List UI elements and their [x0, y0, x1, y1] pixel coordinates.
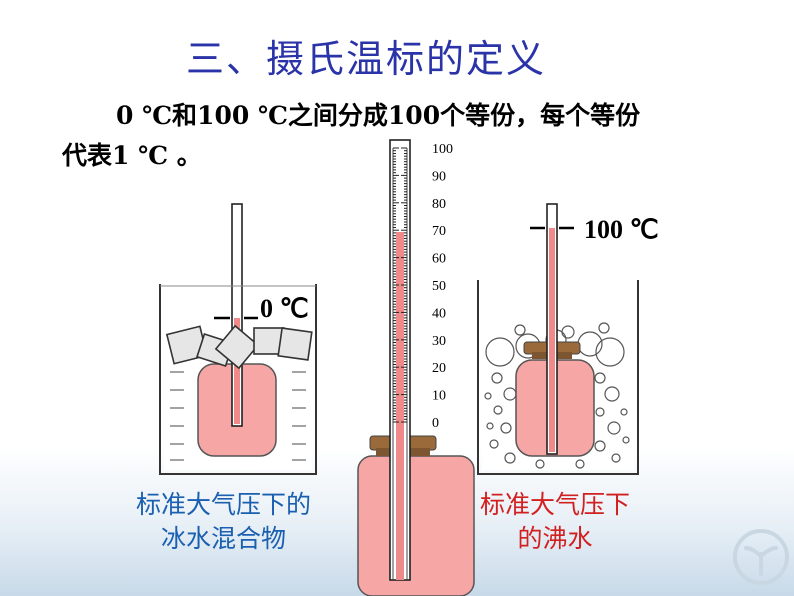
scale-tick-label: 70 — [432, 224, 446, 239]
scale-tick-marks — [393, 147, 407, 423]
scale-tick-label: 40 — [432, 306, 446, 321]
slide-title: 三、摄氏温标的定义 — [186, 37, 547, 81]
ice-caption-line-1: 标准大气压下的 — [136, 490, 312, 519]
ice-water-beaker — [159, 203, 317, 475]
scale-tick-label: 80 — [432, 197, 446, 212]
center-flask — [357, 455, 475, 596]
boil-temperature-label: 100 ℃ — [584, 215, 659, 244]
ice-temperature-label: 0 ℃ — [260, 294, 309, 323]
center-liquid-column — [396, 232, 404, 580]
ice-caption: 标准大气压下的 冰水混合物 — [136, 488, 311, 556]
scale-tick-label: 50 — [432, 279, 446, 294]
boil-caption-line-2: 的沸水 — [517, 524, 593, 553]
ice-thermometer-tube — [231, 203, 243, 427]
scale-tick-label: 0 — [432, 416, 439, 431]
school-logo-icon — [733, 529, 789, 585]
ice-cubes — [165, 324, 313, 370]
ice-caption-line-2: 冰水混合物 — [161, 524, 287, 553]
boil-caption-line-1: 标准大气压下 — [480, 490, 631, 519]
center-thermometer — [357, 139, 475, 596]
boil-caption: 标准大气压下 的沸水 — [480, 488, 630, 556]
description-line-1: 0 ℃和100 ℃之间分成100个等份，每个等份 — [116, 101, 641, 130]
scale-tick-label: 20 — [432, 361, 446, 376]
boiling-water-beaker — [477, 203, 639, 475]
scale-tick-label: 100 — [432, 142, 453, 157]
boil-liquid-column — [549, 228, 555, 452]
scale-tick-label: 10 — [432, 389, 446, 404]
description-line-2: 代表1 ℃ 。 — [62, 141, 202, 170]
scale-tick-label: 30 — [432, 334, 446, 349]
scale-tick-label: 90 — [432, 169, 446, 184]
scale-tick-label: 60 — [432, 252, 446, 267]
ice-liquid-column — [234, 318, 240, 424]
